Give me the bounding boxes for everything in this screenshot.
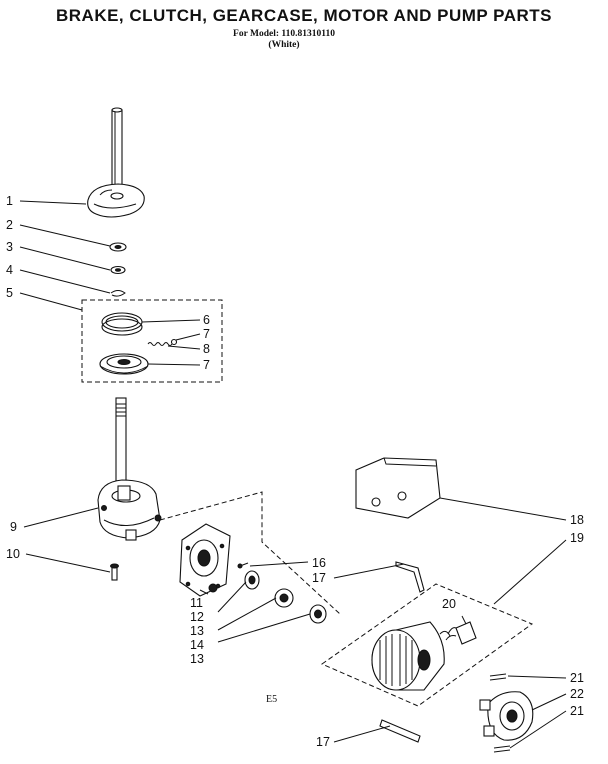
leader-lines: [19, 200, 567, 749]
washer-part-3: [110, 265, 126, 275]
pump-base-plate: [179, 523, 231, 597]
callout-21-lower: 21: [570, 704, 584, 718]
callout-7-lining: 7: [203, 358, 210, 372]
brake-band-part-6: [101, 312, 143, 336]
callout-3: 3: [6, 240, 13, 254]
nut-part-12: [208, 583, 218, 593]
callout-14: 14: [190, 638, 204, 652]
callout-2: 2: [6, 218, 13, 232]
callout-13-lower: 13: [190, 652, 204, 666]
mount-bracket-part-17a: [395, 561, 425, 593]
callout-9: 9: [10, 520, 17, 534]
model-number: For Model: 110.81310110: [233, 29, 335, 39]
callout-labels: 1 2 3 4 5 6 7 8 7 9 10 11 12 13 14 13 16…: [6, 194, 584, 749]
screw-part-10: [110, 563, 119, 581]
callout-17-lower: 17: [316, 735, 330, 749]
callout-17-upper: 17: [312, 571, 326, 585]
callout-7-spring-clip: 7: [203, 327, 210, 341]
pump-part-22: [479, 691, 534, 741]
callout-19: 19: [570, 531, 584, 545]
brake-spring-part-8: [147, 338, 178, 346]
callout-20: 20: [442, 597, 456, 611]
brake-assembly-box-part-5: [81, 299, 223, 383]
callout-4: 4: [6, 263, 13, 277]
capacitor-part-20: [445, 621, 477, 645]
pump-clamp-part-21a: [489, 673, 507, 681]
motor-assembly-box-part-19: [320, 583, 534, 707]
callout-22: 22: [570, 687, 584, 701]
bearing-part-13b: [309, 604, 327, 624]
callout-12: 12: [190, 610, 204, 624]
callout-5: 5: [6, 286, 13, 300]
callout-1: 1: [6, 194, 13, 208]
bolt-part-16: [237, 562, 249, 569]
callout-18: 18: [570, 513, 584, 527]
callout-10: 10: [6, 547, 20, 561]
diagram-title: BRAKE, CLUTCH, GEARCASE, MOTOR AND PUMP …: [55, 6, 552, 25]
bearing-part-13a: [244, 570, 260, 590]
gearcase-part-9: [97, 479, 162, 541]
callout-16: 16: [312, 556, 326, 570]
motor-part-19: [371, 621, 451, 691]
callout-21-upper: 21: [570, 671, 584, 685]
diagram-code: E5: [266, 694, 277, 705]
pump-clamp-part-21b: [493, 745, 511, 753]
brake-lining-part-7: [99, 353, 149, 375]
callout-13-upper: 13: [190, 624, 204, 638]
retaining-ring-part-4: [110, 290, 126, 297]
drive-alignment-line: [159, 491, 341, 615]
color-note: (White): [268, 40, 300, 50]
callout-8: 8: [203, 342, 210, 356]
washer-part-2: [109, 242, 127, 252]
brake-cam-part-1: [87, 183, 145, 218]
mount-bracket-part-17b: [379, 719, 421, 743]
callout-11: 11: [190, 596, 203, 610]
callout-6: 6: [203, 313, 210, 327]
motor-mount-plate-part-18: [355, 457, 441, 519]
coupling-part-14: [274, 588, 294, 608]
